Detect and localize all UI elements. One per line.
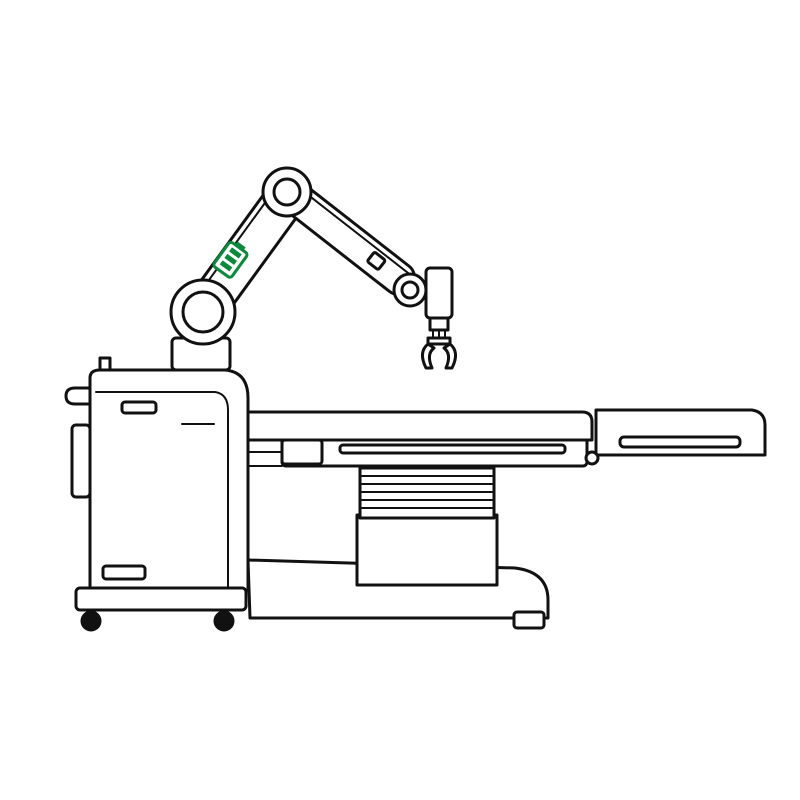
wrist-joint-inner — [400, 280, 420, 300]
table-rail-clamp — [280, 438, 324, 466]
table-foot — [512, 610, 546, 630]
table-column — [355, 513, 499, 587]
cart-wheel-left — [80, 610, 102, 632]
cart-body — [88, 368, 250, 592]
battery-icon — [212, 240, 249, 279]
wrist-block — [424, 266, 454, 320]
cart-wheel-right — [213, 610, 235, 632]
cart-handle — [64, 386, 94, 406]
operating-table — [243, 408, 767, 630]
cart-side-handle — [70, 423, 92, 499]
gripper-icon — [421, 316, 457, 370]
table-hinge — [584, 450, 600, 466]
table-top — [243, 410, 594, 442]
cart-slot-bottom — [101, 564, 147, 581]
table-bellows — [358, 466, 496, 520]
cart-slot-top — [120, 400, 158, 415]
shoulder-joint-inner — [181, 290, 225, 334]
cart-base — [74, 586, 248, 612]
extension-rail — [618, 435, 742, 449]
table-rail-bar — [338, 443, 567, 455]
cart-panel — [95, 391, 229, 589]
elbow-joint-inner — [272, 177, 302, 207]
table-connector — [244, 451, 283, 467]
robotic-arm — [169, 166, 457, 372]
robot-cart — [64, 356, 250, 632]
